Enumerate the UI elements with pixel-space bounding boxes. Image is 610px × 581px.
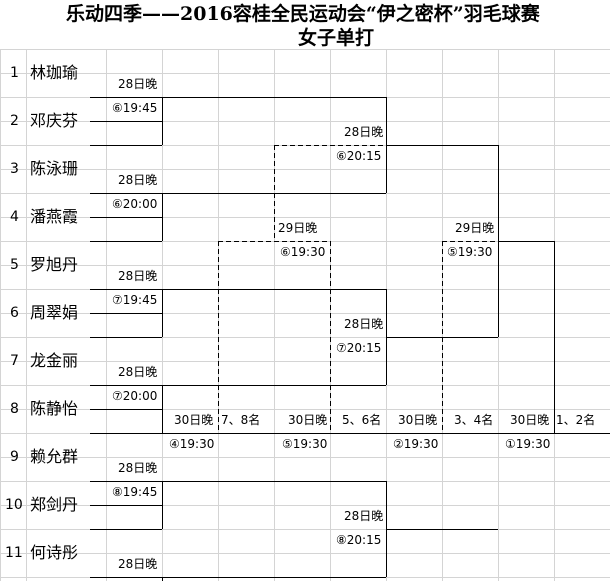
- final-day: 30日晚: [174, 413, 214, 427]
- final-time: ②19:30: [393, 437, 439, 451]
- final-day: 30日晚: [510, 413, 550, 427]
- match-day: 28日晚: [118, 269, 158, 283]
- match-day: 28日晚: [344, 317, 384, 331]
- player-number: 3: [10, 161, 19, 177]
- player-name: 陈泳珊: [30, 159, 79, 178]
- player-number: 10: [5, 497, 23, 513]
- player-name: 龙金丽: [30, 351, 79, 370]
- match-time: ⑥19:45: [112, 101, 158, 115]
- player-number: 1: [10, 65, 19, 81]
- player-name: 周翠娟: [30, 303, 79, 322]
- player-number: 4: [10, 209, 19, 225]
- final-place: 7、8名: [221, 413, 261, 427]
- player-number: 7: [10, 353, 19, 369]
- final-place: 1、2名: [556, 413, 596, 427]
- title-line2: 女子单打: [298, 27, 375, 49]
- player-name: 潘燕霞: [30, 207, 79, 226]
- final-place: 5、6名: [342, 413, 382, 427]
- final-day: 30日晚: [398, 413, 438, 427]
- player-name: 罗旭丹: [30, 255, 79, 274]
- match-time: ⑦19:45: [112, 293, 158, 307]
- player-number: 9: [10, 449, 19, 465]
- match-time: ⑥20:00: [112, 197, 158, 211]
- match-time: ⑧19:45: [112, 485, 158, 499]
- match-time: ⑦20:00: [112, 389, 158, 403]
- player-name: 林珈瑜: [30, 63, 79, 82]
- final-place: 3、4名: [454, 413, 494, 427]
- match-day: 29日晚: [278, 221, 318, 235]
- player-number: 8: [10, 401, 19, 417]
- match-day: 28日晚: [118, 173, 158, 187]
- match-day: 28日晚: [344, 125, 384, 139]
- player-number: 2: [10, 113, 19, 129]
- player-name: 郑剑丹: [30, 495, 79, 514]
- final-time: ①19:30: [505, 437, 551, 451]
- final-day: 30日晚: [288, 413, 328, 427]
- match-time: ⑥20:15: [336, 149, 382, 163]
- player-number: 11: [5, 545, 23, 561]
- final-time: ④19:30: [169, 437, 215, 451]
- player-name: 邓庆芬: [30, 111, 79, 130]
- match-day: 28日晚: [118, 557, 158, 571]
- match-day: 28日晚: [118, 365, 158, 379]
- player-number: 5: [10, 257, 19, 273]
- match-time: ⑧20:15: [336, 533, 382, 547]
- match-time: ⑤19:30: [447, 245, 493, 259]
- player-name: 陈静怡: [30, 399, 79, 418]
- final-time: ⑤19:30: [282, 437, 328, 451]
- player-name: 赖允群: [30, 447, 79, 466]
- match-day: 29日晚: [455, 221, 495, 235]
- player-name: 何诗彤: [30, 543, 79, 562]
- match-day: 28日晚: [118, 77, 158, 91]
- match-time: ⑥19:30: [280, 245, 326, 259]
- match-day: 28日晚: [118, 461, 158, 475]
- match-day: 28日晚: [344, 509, 384, 523]
- match-time: ⑦20:15: [336, 341, 382, 355]
- title-line1: 乐动四季——2016容桂全民运动会“伊之密杯”羽毛球赛: [66, 3, 540, 25]
- player-number: 6: [10, 305, 19, 321]
